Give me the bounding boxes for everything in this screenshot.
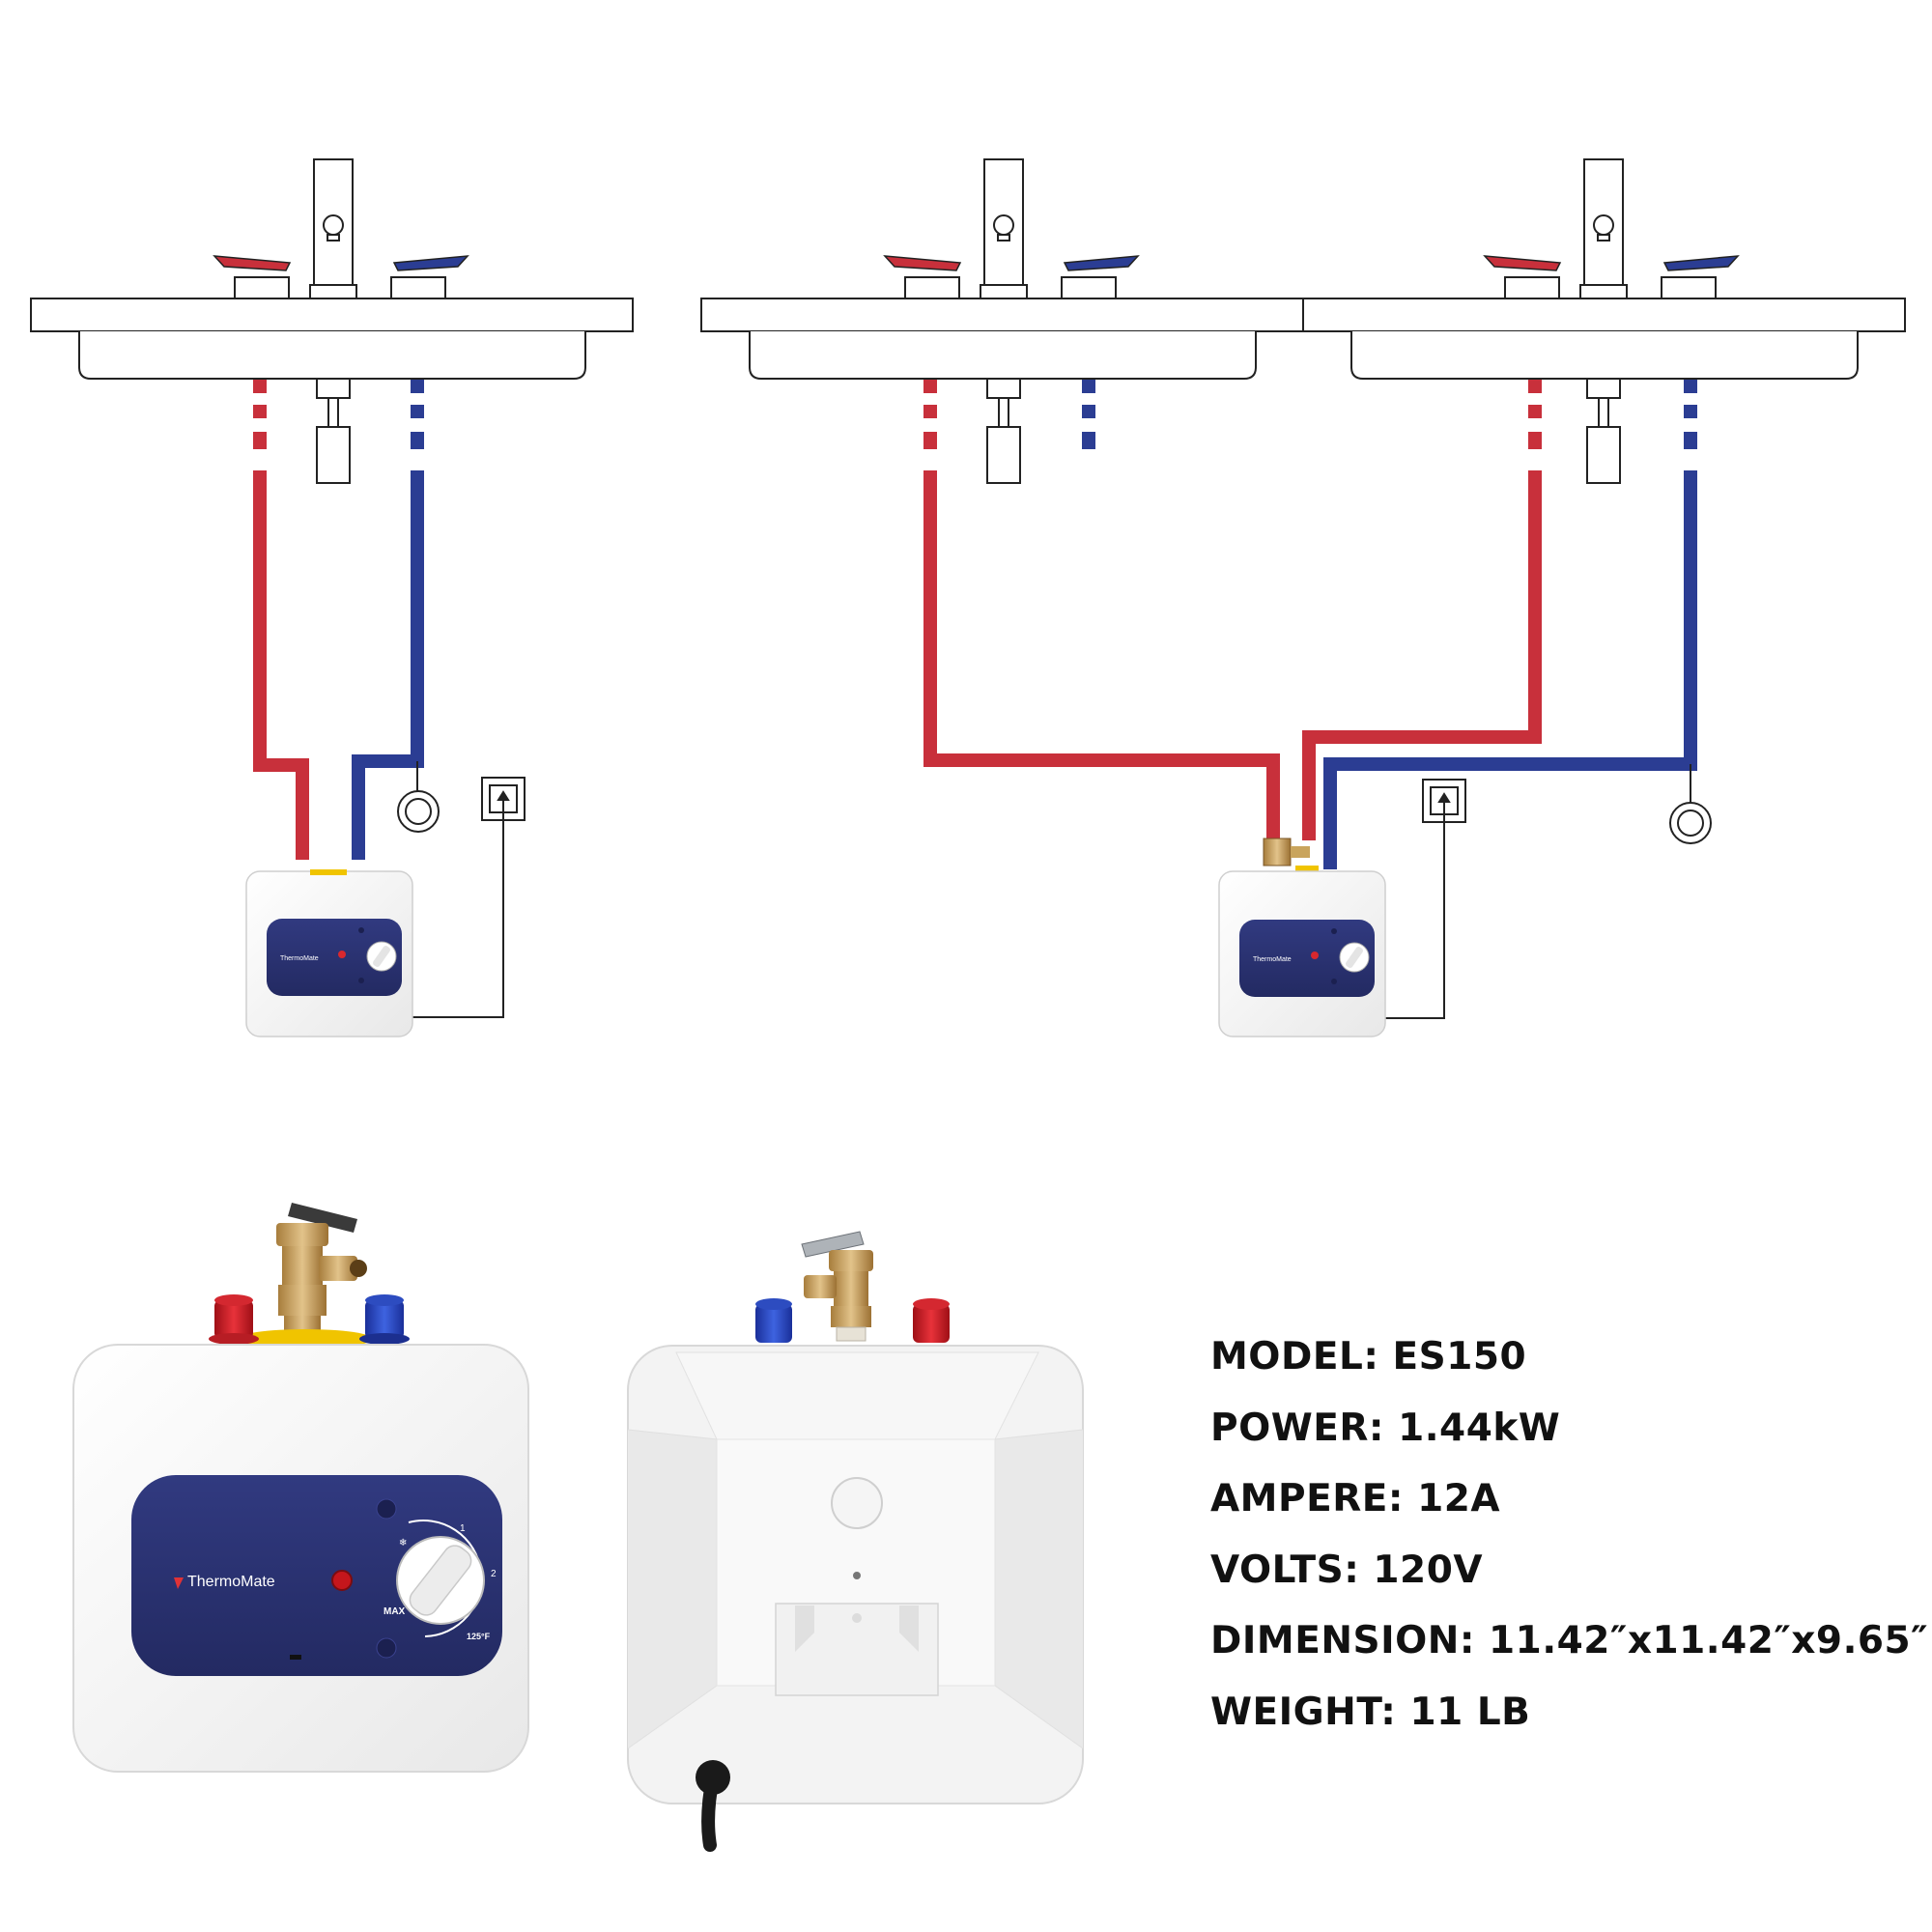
dial-mark-2: 2 <box>491 1569 497 1579</box>
spec-value: 11 LB <box>1409 1690 1531 1734</box>
spec-ampere: AMPERE: 12A <box>1210 1463 1906 1535</box>
hot-inlet-cap-icon <box>913 1298 950 1343</box>
power-outlet-icon <box>412 777 526 1018</box>
dial-max-label: MAX <box>384 1606 406 1617</box>
cold-inlet-cap-icon <box>359 1294 410 1345</box>
cold-handle-icon <box>392 255 469 271</box>
single-sink-setup: ThermoMate <box>30 158 634 1037</box>
relief-valve-icon <box>276 1203 367 1341</box>
cold-inlet-valve-icon <box>1669 764 1712 844</box>
sink-counter <box>30 298 634 380</box>
spec-label: MODEL: <box>1210 1335 1379 1378</box>
double-sink-setup: ThermoMate <box>700 158 1906 1037</box>
snowflake-icon: ❄ <box>399 1538 407 1548</box>
cold-water-line <box>352 380 424 860</box>
spec-value: 1.44kW <box>1398 1406 1561 1450</box>
spec-label: DIMENSION: <box>1210 1619 1475 1662</box>
power-cord-icon <box>696 1760 730 1852</box>
spec-weight: WEIGHT: 11 LB <box>1210 1677 1906 1748</box>
spec-label: VOLTS: <box>1210 1548 1360 1592</box>
faucet-icon <box>234 158 446 299</box>
heater-back-view <box>627 1231 1084 1852</box>
hot-water-line <box>923 380 1542 840</box>
sink-counter-double <box>700 298 1906 380</box>
spec-model: MODEL: ES150 <box>1210 1321 1906 1393</box>
access-plug <box>831 1477 883 1529</box>
hot-water-line <box>253 380 309 860</box>
hot-handle-icon <box>883 255 962 271</box>
spec-volts: VOLTS: 120V <box>1210 1535 1906 1606</box>
spec-power: POWER: 1.44kW <box>1210 1393 1906 1464</box>
cold-inlet-valve-icon <box>397 761 440 833</box>
hot-handle-icon <box>1483 255 1562 271</box>
relief-valve-icon <box>801 1231 873 1342</box>
spec-value: 120V <box>1373 1548 1484 1592</box>
water-heater-unit: ThermoMate <box>245 869 413 1037</box>
spec-label: POWER: <box>1210 1406 1385 1450</box>
cold-inlet-cap-icon <box>755 1298 792 1343</box>
indicator-light <box>331 1570 353 1591</box>
spec-value: 11.42″x11.42″x9.65″ <box>1489 1619 1929 1662</box>
control-panel <box>131 1475 502 1676</box>
water-heater-unit: ThermoMate <box>1218 870 1386 1037</box>
spec-label: AMPERE: <box>1210 1477 1404 1520</box>
hot-inlet-cap-icon <box>209 1294 259 1345</box>
cold-water-line <box>1082 380 1697 869</box>
faucet-icon <box>904 158 1717 299</box>
hot-handle-icon <box>213 255 292 271</box>
spec-label: WEIGHT: <box>1210 1690 1397 1734</box>
drain-pipe <box>986 378 1621 484</box>
brand-logo-icon <box>174 1577 184 1589</box>
mixing-valve-icon <box>1263 838 1319 871</box>
drain-pipe <box>316 378 351 484</box>
power-outlet-icon <box>1383 779 1466 1019</box>
spec-value: 12A <box>1417 1477 1501 1520</box>
brand-label: ThermoMate <box>280 955 319 962</box>
spec-value: ES150 <box>1392 1335 1527 1378</box>
cold-handle-icon <box>1662 255 1740 271</box>
cold-handle-icon <box>1063 255 1140 271</box>
dial-temp-label: 125°F <box>467 1632 491 1641</box>
thermostat-dial: 1 2 MAX 125°F ❄ <box>384 1520 497 1641</box>
spec-list: MODEL: ES150 POWER: 1.44kW AMPERE: 12A V… <box>1210 1321 1928 1748</box>
brand-label: ThermoMate <box>187 1574 275 1590</box>
dial-mark-1: 1 <box>460 1523 466 1534</box>
heater-front-view: ThermoMate 1 2 MAX 125°F ❄ <box>72 1203 529 1773</box>
spec-dimension: DIMENSION: 11.42″x11.42″x9.65″ <box>1210 1605 1928 1677</box>
brand-label: ThermoMate <box>1253 956 1292 963</box>
